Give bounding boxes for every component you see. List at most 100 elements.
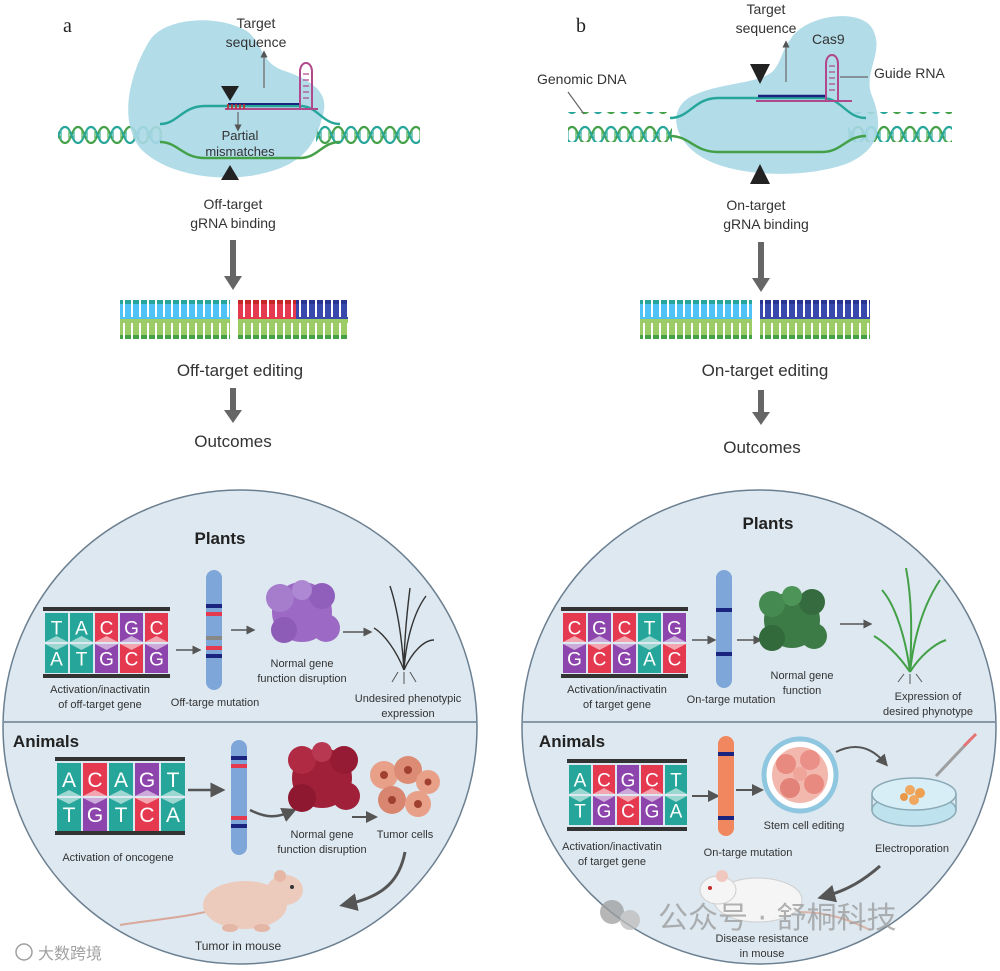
gene-tile [617,765,639,794]
gene-tile-notch [563,636,586,642]
cut-site-bottom-icon-b [750,164,770,184]
gene-tile-notch [638,636,661,642]
gene-tile [145,644,168,673]
caption-gene-b-1: Activation/inactivatin [567,684,667,696]
gene-tile-notch [588,636,611,642]
gene-tile-notch [569,788,591,794]
gene-tile [569,796,591,825]
gene-tile-letter: T [76,649,88,670]
gene-tile-notch [120,636,143,642]
caption-protein-b-2: function [783,685,822,697]
gene-tile-notch [95,644,118,650]
caption-protein-aa-2: function disruption [277,844,366,856]
gene-tile-notch [45,636,68,642]
gene-tile-notch [70,644,93,650]
protein-red-icon [288,742,360,812]
caption-mouse-b-1: Disease resistance [716,933,809,945]
caption-mutation-a: Off-targe mutation [171,697,259,709]
target-sequence-label-b-1: Target [747,1,786,17]
caption-stem: Stem cell editing [764,820,845,832]
gene-tile-notch [613,644,636,650]
gene-tile-letter: C [150,618,164,639]
gene-tile [70,644,93,673]
gene-tile-letter: T [644,618,656,639]
gene-tile-letter: C [645,770,659,791]
petri-dish-icon [871,732,978,827]
stem-cell-icon [761,736,839,814]
gene-tile-notch [665,788,687,794]
gene-tile-letter: T [167,769,180,792]
editing-label: Off-target editing [177,361,303,380]
caption-gene-aa: Activation of oncogene [62,852,173,864]
gene-tile-letter: A [62,769,76,792]
cut-site-bottom-icon [221,165,239,180]
gene-tile [569,765,591,794]
flow-arrow-b-2 [752,390,770,425]
on-target-ladder [640,300,870,339]
gene-tile-letter: A [670,801,683,822]
cas9-blob [128,20,325,178]
dna-strand-lower-b [669,134,867,154]
gene-tile-notch [120,644,143,650]
gene-tile [120,613,143,642]
gene-tile [593,796,615,825]
binding-label-1: Off-target [204,196,263,212]
plants-title-b: Plants [742,514,793,533]
gene-tile-notch [145,636,168,642]
panel-a-label: a [63,15,72,37]
gene-tile-letter: A [574,770,587,791]
guide-rna-label: Guide RNA [874,65,945,81]
gene-tile-letter: G [597,801,612,822]
gene-tile-notch [83,798,107,804]
genomic-dna-pointer [567,91,585,115]
gene-tile-letter: G [617,649,632,670]
gene-tile [588,613,611,642]
gene-tile-notch [593,796,615,802]
gene-tile-letter: T [115,804,128,827]
animals-title-a: Animals [13,732,79,751]
gene-tile-notch [70,636,93,642]
dna-strand-lower [159,140,341,160]
gene-tile-notch [109,790,133,796]
gene-tile-notch [617,788,639,794]
outcomes-label: Outcomes [194,432,271,451]
gene-tile [638,644,661,673]
binding-label-2: gRNA binding [190,215,276,231]
gene-tile-notch [617,796,639,802]
gene-tile-notch [665,796,687,802]
chromosome-plants-b [716,570,732,688]
caption-gene-ab-1: Activation/inactivatin [562,841,662,853]
gene-tile [663,644,686,673]
chromosome-animals-b [718,736,734,836]
corner-watermark-text: 大数跨境 [38,944,102,963]
animals-title-b: Animals [539,732,605,751]
protein-green-icon [759,586,827,651]
arrow-aa-4 [339,851,407,911]
rna-mismatch-ticks [227,104,245,109]
caption-gene-a-2: of off-target gene [58,699,142,711]
gene-tile-letter: G [139,769,155,792]
gene-tile-notch [135,798,159,804]
outcomes-label-b: Outcomes [723,438,800,457]
target-sequence-label-1: Target [237,15,276,31]
gene-tile-letter: G [124,618,139,639]
gene-tile [563,644,586,673]
gene-tile-letter: T [574,801,586,822]
gene-tile-letter: C [125,649,139,670]
gene-tile-letter: G [667,618,682,639]
gene-tile [617,796,639,825]
gene-tile-notch [563,644,586,650]
gene-tile-letter: C [139,804,154,827]
gene-tile-notch [638,644,661,650]
tumor-cells-icon [370,756,440,817]
gene-tile [638,613,661,642]
gene-tile-letter: G [99,649,114,670]
target-sequence-label-2: sequence [226,34,287,50]
flow-arrow-b-1 [752,242,770,292]
